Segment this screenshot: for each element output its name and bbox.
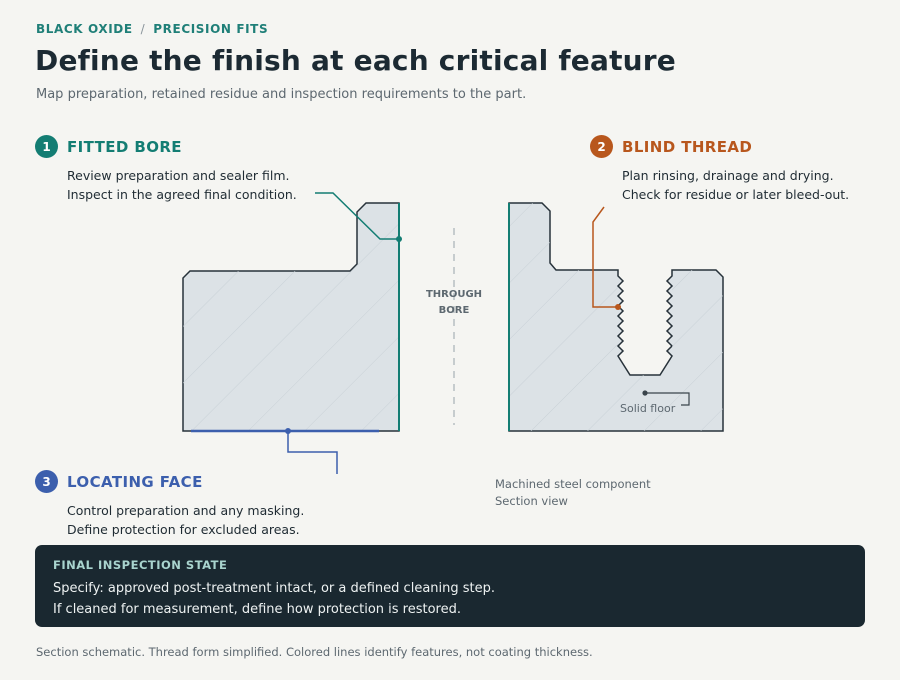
callout-number-badge: 2 [590,135,613,158]
footnote: Section schematic. Thread form simplifie… [36,645,593,659]
callout-line: Check for residue or later bleed-out. [622,187,850,202]
callout-title: BLIND THREAD [622,137,753,156]
panel-line: If cleaned for measurement, define how p… [53,602,462,617]
callout-line: Inspect in the agreed final condition. [67,187,297,202]
page-subtitle: Map preparation, retained residue and in… [36,87,527,102]
panel-title: FINAL INSPECTION STATE [53,558,228,572]
breadcrumb-second: PRECISION FITS [153,22,269,36]
callout-line: Control preparation and any masking. [67,503,305,518]
blind-thread-leader [592,206,618,308]
through-bore-label-1: THROUGH [426,289,482,300]
caption-line: Machined steel component [495,477,651,491]
diagram-caption: Machined steel component Section view [495,476,651,510]
breadcrumb-separator: / [140,22,146,36]
blind-thread-marker [615,304,621,310]
panel-line: Specify: approved post-treatment intact,… [53,581,496,596]
locating-face-leader [287,431,338,474]
solid-floor-leader [645,392,690,406]
fitted-bore-leader [315,192,399,240]
callout-title: FITTED BORE [67,137,182,156]
caption-line: Section view [495,494,568,508]
callout-title: LOCATING FACE [67,472,203,491]
locating-face-marker [285,428,291,434]
callout-line: Review preparation and sealer film. [67,168,290,183]
callout-fitted-bore: 1 FITTED BORE Review preparation and sea… [35,135,297,204]
callout-number-badge: 1 [35,135,58,158]
breadcrumb-first: BLACK OXIDE [36,22,133,36]
breadcrumb: BLACK OXIDE / PRECISION FITS [36,22,268,36]
final-inspection-panel: FINAL INSPECTION STATE Specify: approved… [35,545,865,627]
page-title: Define the finish at each critical featu… [35,44,676,77]
callout-line: Plan rinsing, drainage and drying. [622,168,834,183]
callout-blind-thread: 2 BLIND THREAD Plan rinsing, drainage an… [590,135,849,204]
through-bore-label-2: BORE [439,305,470,316]
fitted-bore-marker [396,236,402,242]
solid-floor-marker [642,390,648,396]
callout-number-badge: 3 [35,470,58,493]
solid-floor-label: Solid floor [620,402,676,415]
callout-locating-face: 3 LOCATING FACE Control preparation and … [35,470,304,539]
callout-line: Define protection for excluded areas. [67,522,300,537]
